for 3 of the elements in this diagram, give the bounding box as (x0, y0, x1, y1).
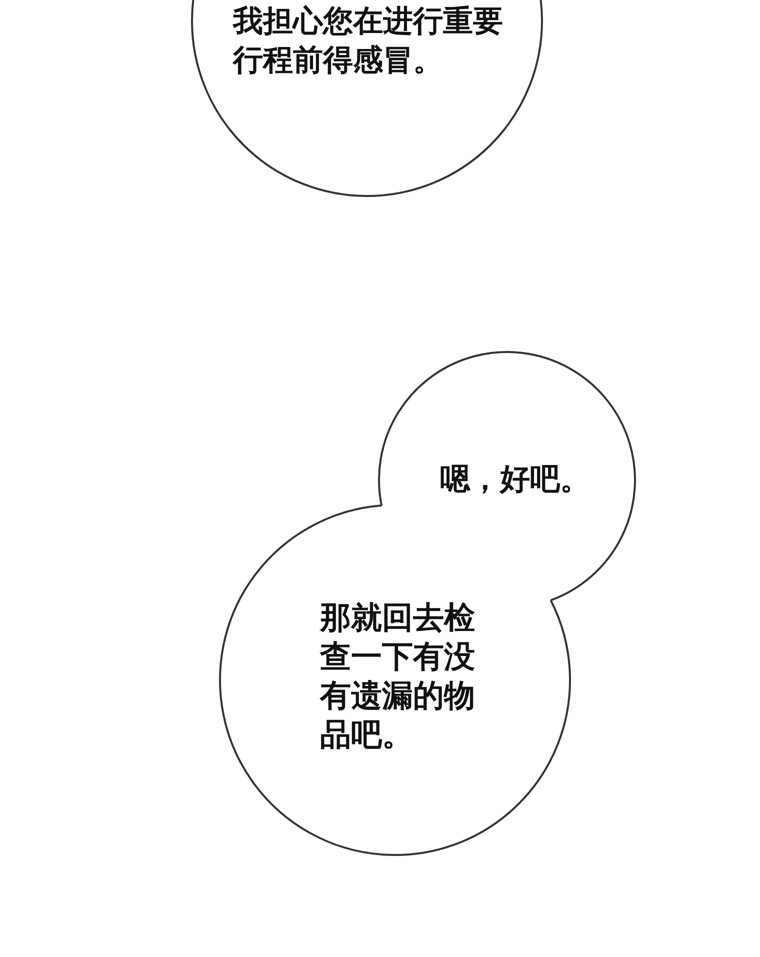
speech-text: 嗯，好吧。 (440, 461, 591, 499)
speech-text: 那就回去检查一下有没有遗漏的物品吧。 (320, 599, 476, 755)
speech-text: 我担心您在进行重要行程前得感冒。 (233, 3, 504, 80)
